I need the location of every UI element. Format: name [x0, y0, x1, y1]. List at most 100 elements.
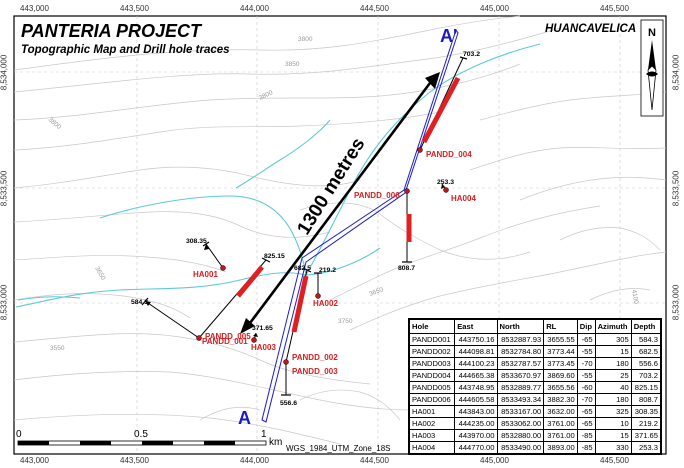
depth-label: 682.5 [294, 265, 311, 272]
cell-depth: 371.65 [630, 429, 662, 442]
cell-north: 8533670.97 [496, 369, 545, 382]
cell-azimuth: 15 [594, 429, 632, 442]
cell-hole: HA001 [408, 405, 456, 418]
northing-tick: 8,534,000 [671, 54, 681, 91]
cell-depth: 219.2 [630, 417, 662, 430]
cell-hole: PANDD005 [408, 381, 456, 394]
cell-dip: -70 [576, 393, 596, 406]
cell-azimuth: 180 [594, 393, 632, 406]
contour-lines [13, 15, 667, 445]
depth-label: 308.35 [186, 238, 207, 245]
easting-tick: 445,000 [480, 456, 509, 465]
cell-depth: 556.6 [630, 357, 662, 370]
easting-tick: 444,500 [360, 4, 389, 13]
cell-east: 443843.00 [454, 405, 498, 418]
cell-north: 8532784.80 [496, 345, 545, 358]
collar-pandd002 [283, 359, 289, 365]
cell-rl: 3655.56 [543, 381, 578, 394]
depth-label: 808.7 [398, 265, 415, 272]
cell-azimuth: 325 [594, 405, 632, 418]
cell-depth: 308.35 [630, 405, 662, 418]
easting-tick: 444,000 [240, 4, 269, 13]
cell-east: 444665.38 [454, 369, 498, 382]
easting-tick: 445,000 [480, 4, 509, 13]
cell-hole: PANDD001 [408, 333, 456, 346]
coordinate-grid [14, 16, 666, 454]
depth-label: 556.6 [280, 400, 297, 407]
cell-rl: 3882.30 [543, 393, 578, 406]
mineralised-intercepts [236, 76, 461, 333]
cell-depth: 825.15 [630, 381, 662, 394]
column-header: RL [543, 319, 578, 334]
cell-east: 443970.00 [454, 429, 498, 442]
drill-trace-pandd001 [144, 300, 200, 339]
northing-tick: 8,533,500 [0, 170, 9, 207]
column-header: East [454, 319, 498, 334]
column-header: Depth [630, 319, 662, 334]
collar-ha003 [251, 337, 257, 343]
north-label: N [648, 27, 656, 39]
easting-tick: 445,500 [600, 456, 629, 465]
section-label-end: A' [440, 26, 457, 46]
contour-label: 3550 [50, 345, 65, 352]
cell-hole: PANDD003 [408, 357, 456, 370]
northing-tick: 8,533,000 [671, 284, 681, 321]
cell-dip: -55 [576, 369, 596, 382]
collar-ha002 [315, 293, 321, 299]
projection-label: WGS_1984_UTM_Zone_18S [286, 444, 391, 453]
cell-hole: PANDD004 [408, 369, 456, 382]
collar-ha001 [220, 265, 226, 271]
cell-depth: 703.2 [630, 369, 662, 382]
cell-hole: HA004 [408, 441, 456, 454]
map-title: PANTERIA PROJECT [21, 21, 202, 41]
hole-label: HA004 [451, 194, 476, 203]
cell-azimuth: 180 [594, 357, 632, 370]
scale-tick: 0.5 [134, 429, 148, 440]
cell-north: 8532787.57 [496, 357, 545, 370]
depth-label: 584.3 [131, 299, 148, 306]
hole-label: PANDD_001 [202, 337, 248, 346]
region-label: HUANCAVELICA [545, 23, 637, 35]
contour-label: 3800 [298, 36, 313, 43]
drill-hole-table: Hole East North RL Dip Azimuth Depth PAN… [408, 318, 662, 455]
cell-east: 444770.00 [454, 441, 498, 454]
hole-label: PANDD_004 [426, 150, 472, 159]
easting-tick: 444,500 [360, 456, 389, 465]
collars [196, 147, 449, 365]
collar-ha004 [443, 187, 449, 193]
northing-tick: 8,534,000 [0, 54, 9, 91]
cell-hole: PANDD006 [408, 393, 456, 406]
north-arrow: N [640, 19, 664, 117]
depth-label: 825.15 [264, 253, 285, 260]
cell-rl: 3869.60 [543, 369, 578, 382]
contour-label: 3650 [368, 286, 384, 298]
cell-depth: 682.5 [630, 345, 662, 358]
hole-labels: PANDD_001 PANDD_005 PANDD_002 PANDD_003 … [193, 150, 476, 376]
column-header: Dip [576, 319, 596, 334]
scale-unit: km [269, 437, 283, 448]
hole-label: HA002 [313, 299, 338, 308]
scale-tick: 1 [261, 429, 267, 440]
cell-depth: 584.3 [630, 333, 662, 346]
cell-dip: -65 [576, 333, 596, 346]
cell-rl: 3655.55 [543, 333, 578, 346]
collar-pandd004 [417, 147, 423, 153]
easting-tick: 443,000 [20, 456, 49, 465]
cell-azimuth: 40 [594, 381, 632, 394]
hole-label: PANDD_003 [292, 367, 338, 376]
depth-label: 219.2 [319, 267, 336, 274]
distance-arrow [240, 72, 440, 334]
collar-pandd001 [196, 335, 202, 341]
cell-dip: -60 [576, 381, 596, 394]
cell-north: 8532889.77 [496, 381, 545, 394]
cell-north: 8533490.00 [496, 441, 545, 454]
